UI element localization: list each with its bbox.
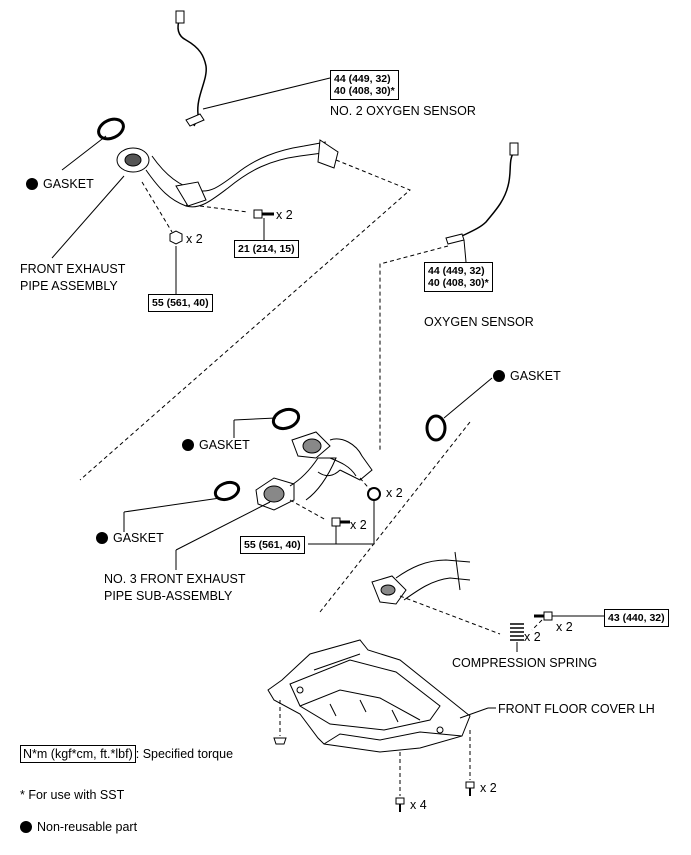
non-reusable-dot-icon xyxy=(493,370,505,382)
front-exhaust-pipe-drawing xyxy=(116,139,339,208)
nut-55-mid-bracket xyxy=(308,500,375,545)
rear-pipe-dash xyxy=(399,595,501,635)
link-dash-no3-to-rear xyxy=(319,421,471,613)
no2-oxygen-sensor-body xyxy=(185,113,205,127)
label-gasket-top: GASKET xyxy=(26,177,94,191)
label-oxygen-sensor: OXYGEN SENSOR xyxy=(424,315,534,329)
gasket-lower-left-text: GASKET xyxy=(113,531,164,545)
torque-nut-55-top-box: 55 (561, 40) xyxy=(148,294,213,312)
floor-bolt-x2-multiplier: x 2 xyxy=(480,781,497,795)
front-pipe-leader xyxy=(51,175,125,259)
link-dash-front-to-no3 xyxy=(79,159,411,481)
nut-55-top-drawing xyxy=(169,230,183,245)
floor-bolt-x4-drawing xyxy=(395,797,405,812)
label-gasket-lower-left: GASKET xyxy=(96,531,164,545)
floor-bolt-x4-multiplier: x 4 xyxy=(410,798,427,812)
label-front-floor-cover: FRONT FLOOR COVER LH xyxy=(498,702,655,716)
compression-spring-drawing xyxy=(510,623,524,641)
legend-sst-note: * For use with SST xyxy=(20,788,125,802)
bolt-43-drawing xyxy=(534,611,553,621)
torque-no2-sensor-line2: 40 (408, 30)* xyxy=(334,85,395,97)
torque-sensor-line1: 44 (449, 32) xyxy=(428,265,485,277)
legend-torque: N*m (kgf*cm, ft.*lbf): Specified torque xyxy=(20,745,233,763)
rear-exhaust-pipe-drawing xyxy=(371,551,471,605)
no3-front-exhaust-pipe-drawing xyxy=(255,431,373,511)
torque-bolt-21-box: 21 (214, 15) xyxy=(234,240,299,258)
floor-cover-leader-h xyxy=(459,707,489,719)
non-reusable-dot-icon xyxy=(20,821,32,833)
label-compression-spring: COMPRESSION SPRING xyxy=(452,656,598,670)
nut-55-top-multiplier: x 2 xyxy=(186,232,203,246)
oxygen-sensor-dash xyxy=(379,245,449,452)
floor-bolt-x2-drawing xyxy=(465,781,475,796)
front-pipe-bolt-dash xyxy=(199,205,249,213)
oxygen-sensor-body xyxy=(445,233,465,245)
gasket-right-text: GASKET xyxy=(510,369,561,383)
floor-clip-drawing xyxy=(273,737,287,745)
gasket-upper-mid-leader-h xyxy=(233,417,277,421)
non-reusable-dot-icon xyxy=(96,532,108,544)
nut-mid-drawing xyxy=(367,487,381,501)
torque-nut-55-mid: 55 (561, 40) xyxy=(244,539,301,551)
non-reusable-dot-icon xyxy=(26,178,38,190)
front-floor-cover-drawing xyxy=(267,639,471,753)
gasket-upper-mid-text: GASKET xyxy=(199,438,250,452)
legend-torque-desc: : Specified torque xyxy=(135,747,234,761)
no2-oxygen-sensor-connector xyxy=(175,10,185,24)
legend-torque-unit: N*m (kgf*cm, ft.*lbf) xyxy=(20,745,136,763)
front-exhaust-line2: PIPE ASSEMBLY xyxy=(20,279,118,293)
no3-front-exhaust-line2: PIPE SUB-ASSEMBLY xyxy=(104,589,233,603)
legend-non-reusable-text: Non-reusable part xyxy=(37,820,138,834)
gasket-upper-mid-ellipse xyxy=(271,407,301,431)
gasket-top-text: GASKET xyxy=(43,177,94,191)
no2-sensor-leader xyxy=(202,77,331,110)
no3-bolt-dash xyxy=(289,499,327,521)
torque-sensor-box: 44 (449, 32) 40 (408, 30)* xyxy=(424,262,493,292)
bolt-mid-multiplier: x 2 xyxy=(350,518,367,532)
bolt-21-drawing xyxy=(253,209,274,219)
no3-pipe-leader-1 xyxy=(175,501,271,551)
legend-non-reusable: Non-reusable part xyxy=(20,820,137,834)
gasket-top-leader xyxy=(61,135,107,171)
torque-nut-55-top: 55 (561, 40) xyxy=(152,297,209,309)
bolt-43-multiplier: x 2 xyxy=(556,620,573,634)
non-reusable-dot-icon xyxy=(182,439,194,451)
front-exhaust-line1: FRONT EXHAUST xyxy=(20,262,126,276)
torque-no2-sensor-line1: 44 (449, 32) xyxy=(334,73,391,85)
oxygen-sensor-connector xyxy=(509,142,519,156)
torque-sensor-line2: 40 (408, 30)* xyxy=(428,277,489,289)
no2-oxygen-sensor-wire xyxy=(177,17,207,127)
torque-no2-sensor-box: 44 (449, 32) 40 (408, 30)* xyxy=(330,70,399,100)
label-gasket-upper-mid: GASKET xyxy=(182,438,250,452)
oxygen-sensor-leader xyxy=(463,239,467,263)
gasket-lower-left-leader-h xyxy=(123,497,221,513)
gasket-lower-left-ellipse xyxy=(213,480,241,502)
spring-multiplier: x 2 xyxy=(524,630,541,644)
bolt-mid-drawing xyxy=(331,517,350,527)
oxygen-sensor-wire xyxy=(461,151,515,237)
no3-front-exhaust-line1: NO. 3 FRONT EXHAUST xyxy=(104,572,246,586)
torque-bolt-43: 43 (440, 32) xyxy=(608,612,665,624)
bolt-21-multiplier: x 2 xyxy=(276,208,293,222)
gasket-top-ellipse xyxy=(97,117,125,141)
front-pipe-nut-dash xyxy=(141,181,173,233)
label-no2-oxygen-sensor: NO. 2 OXYGEN SENSOR xyxy=(330,104,476,118)
torque-bolt-43-box: 43 (440, 32) xyxy=(604,609,669,627)
gasket-right-ellipse xyxy=(425,414,447,442)
torque-bolt-21: 21 (214, 15) xyxy=(238,243,295,255)
torque-nut-55-mid-box: 55 (561, 40) xyxy=(240,536,305,554)
label-gasket-right: GASKET xyxy=(493,369,561,383)
bolt-43-dash xyxy=(531,619,543,631)
nut-mid-multiplier: x 2 xyxy=(386,486,403,500)
gasket-right-leader xyxy=(443,377,493,419)
label-front-exhaust-pipe: FRONT EXHAUST PIPE ASSEMBLY xyxy=(20,262,125,293)
label-no3-front-exhaust-pipe: NO. 3 FRONT EXHAUST PIPE SUB-ASSEMBLY xyxy=(104,572,245,603)
